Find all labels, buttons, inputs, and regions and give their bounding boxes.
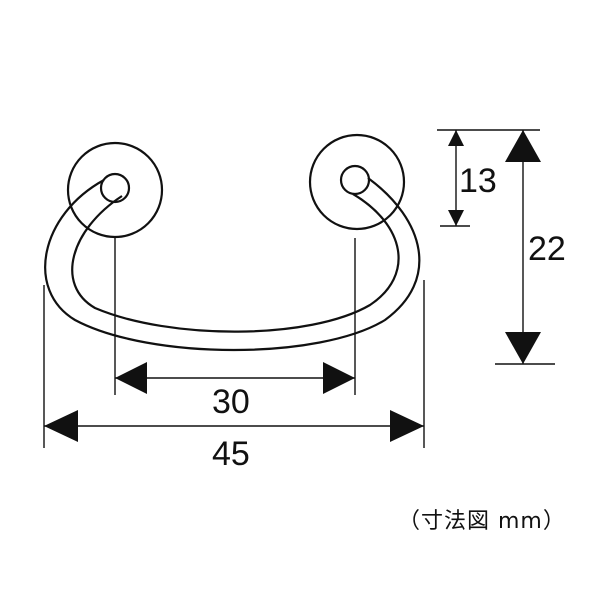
screw-offset-dimension: 13	[448, 130, 497, 226]
outer-width-label: 45	[212, 435, 250, 473]
inner-width-right-arrow	[323, 362, 355, 394]
outer-width-right-arrow	[390, 410, 424, 442]
height-dimension: 22	[505, 130, 566, 364]
height-top-arrow	[505, 130, 541, 162]
outer-width-left-arrow	[44, 410, 78, 442]
outer-width-dimension: 45	[44, 410, 424, 473]
screw-offset-label: 13	[459, 162, 497, 200]
inner-width-dimension: 30	[115, 362, 355, 421]
inner-width-label: 30	[212, 383, 250, 421]
outer-width-extension-lines	[43, 280, 425, 448]
left-rosette	[66, 141, 164, 239]
right-rosette	[308, 133, 406, 231]
height-bottom-arrow	[505, 332, 541, 364]
handle-bar	[44, 177, 421, 352]
screw-offset-bottom-arrow	[448, 210, 464, 226]
inner-width-extension-lines	[114, 238, 356, 395]
screw-offset-top-arrow	[448, 130, 464, 146]
height-label: 22	[528, 230, 566, 268]
inner-width-left-arrow	[115, 362, 147, 394]
dimension-caption: （寸法図 mm）	[398, 509, 566, 534]
